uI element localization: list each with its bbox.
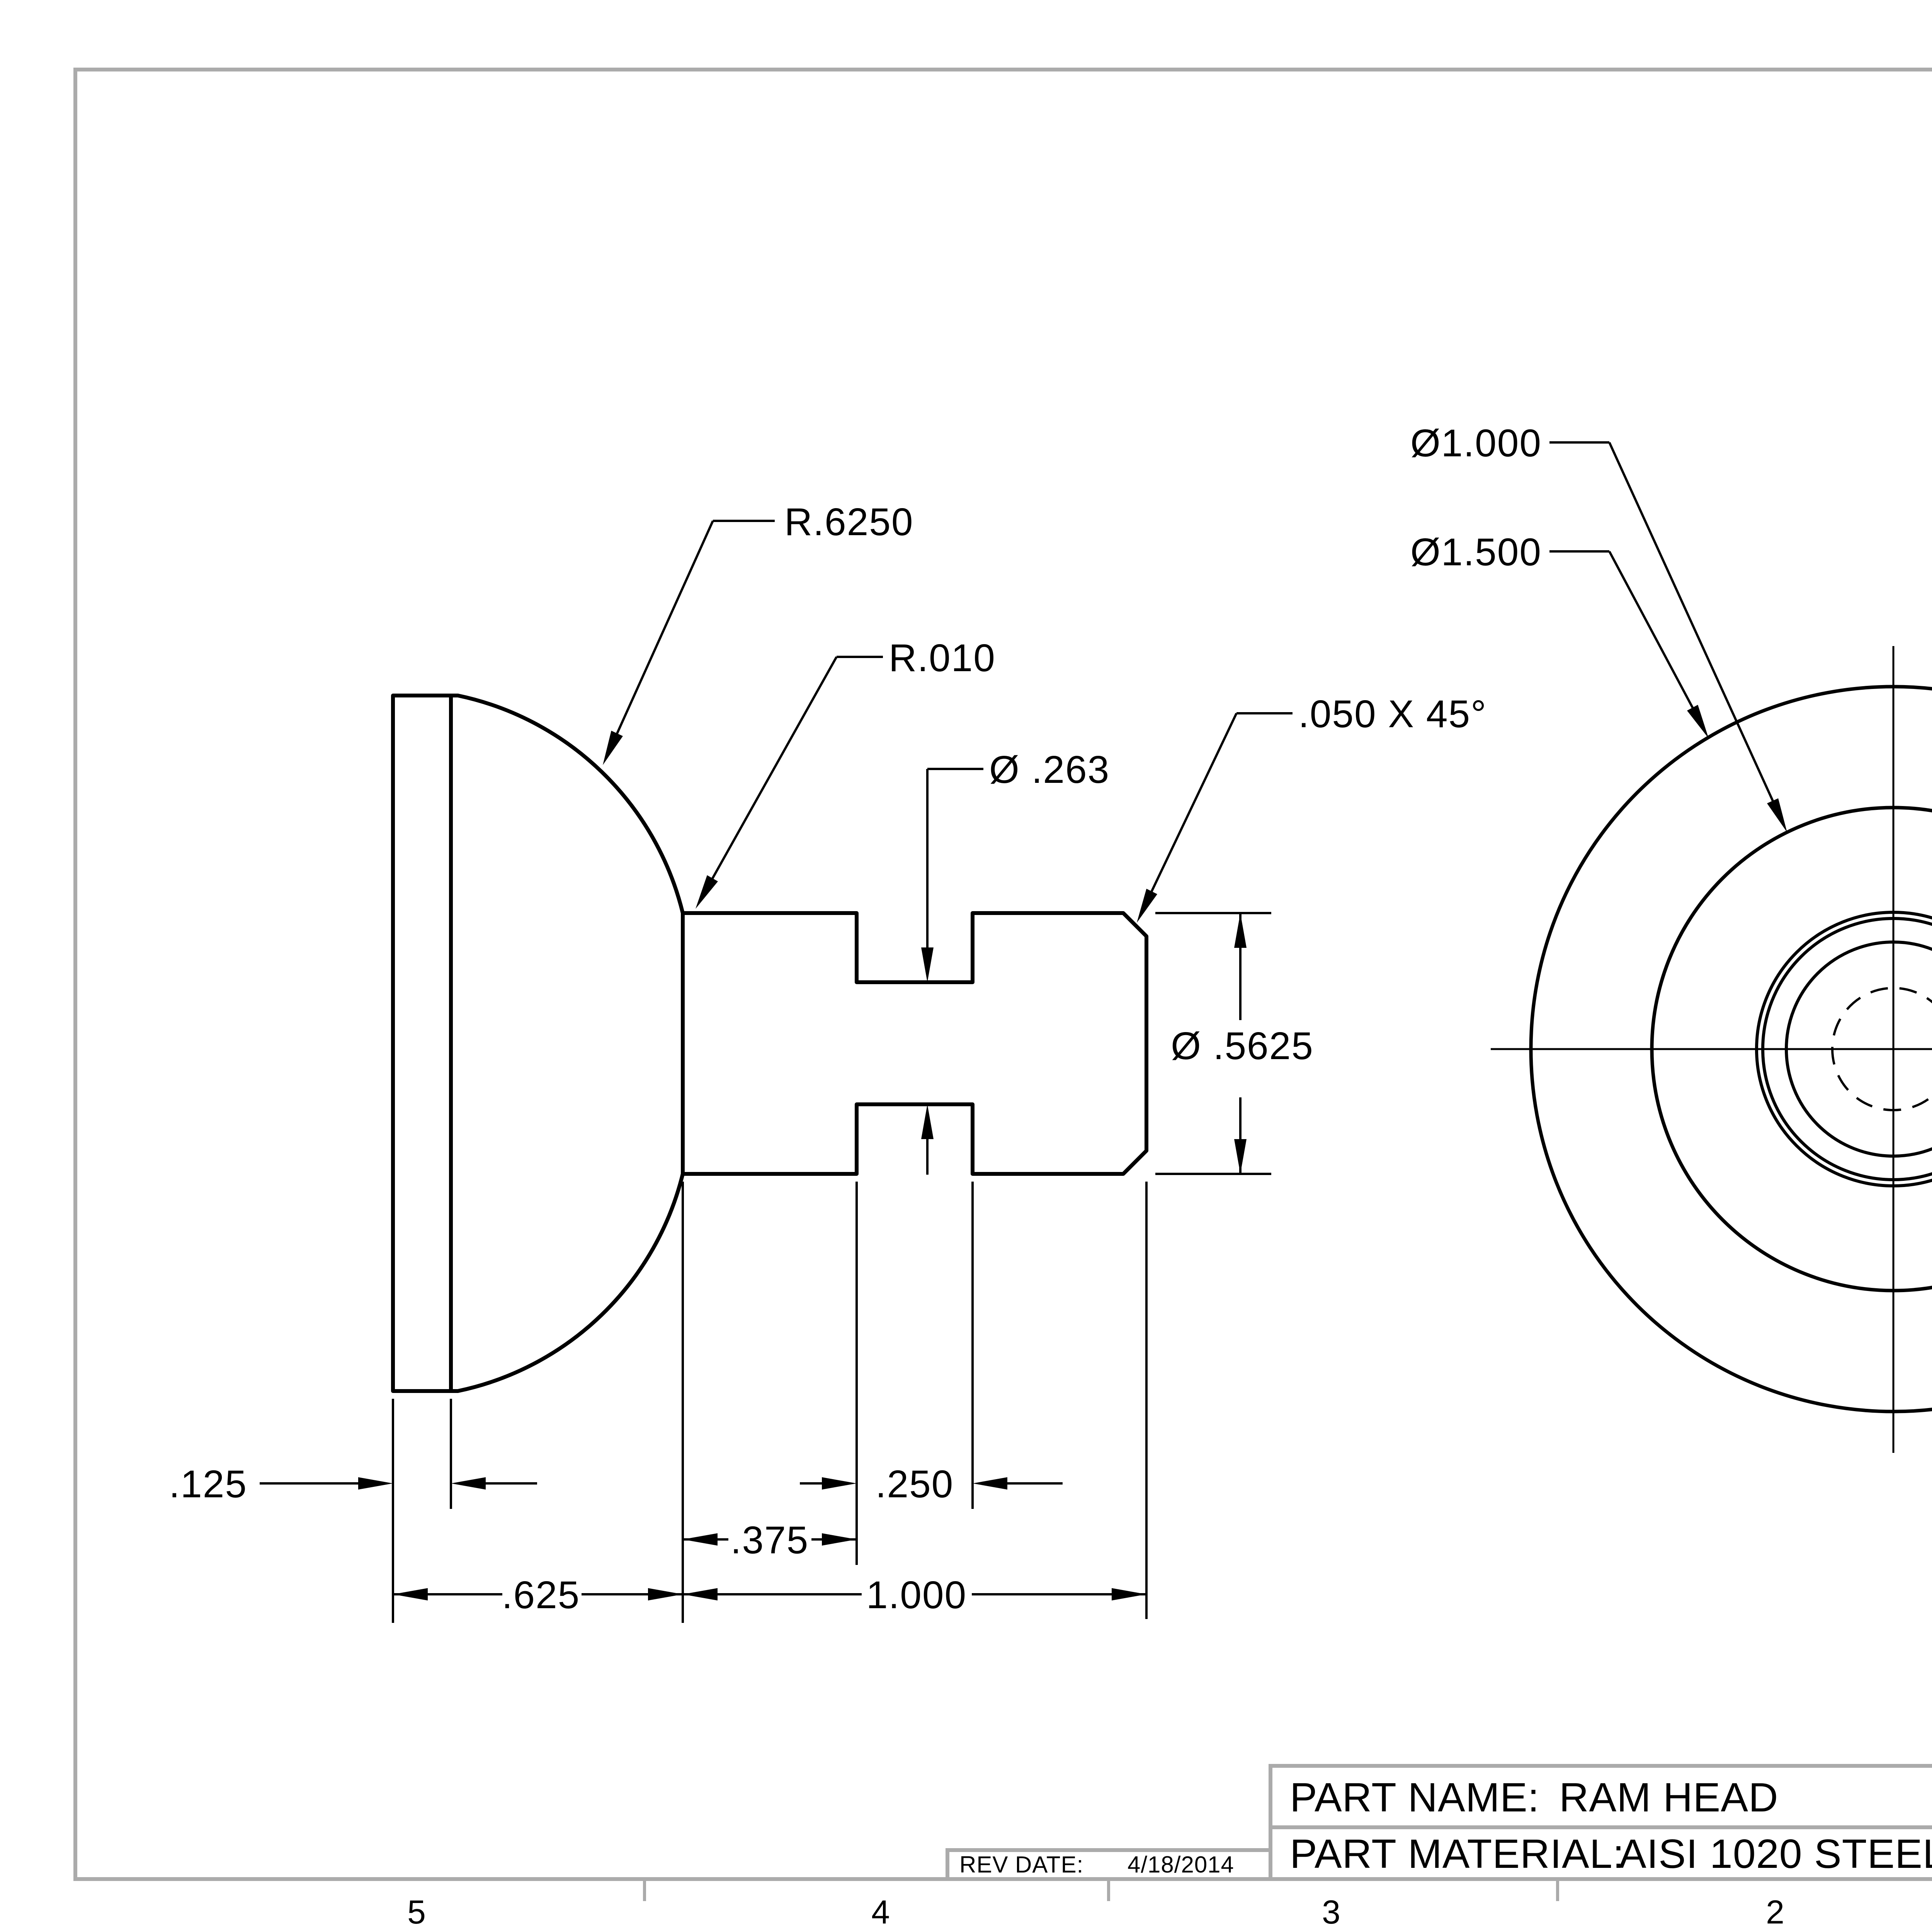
rev-date-label: REV DATE:	[959, 1852, 1083, 1878]
title-block-frame	[946, 1764, 1932, 1881]
leader-disc-diameter: Ø1.500	[1410, 531, 1709, 738]
part-name-label: PART NAME:	[1290, 1775, 1539, 1820]
leader-dome-radius: R.6250	[603, 500, 913, 765]
circle-chamfer	[1785, 940, 1932, 1158]
dim-groove-length-text: .250	[876, 1463, 954, 1506]
part-material-label: PART MATERIAL:	[1290, 1831, 1624, 1877]
front-view-circles	[1529, 685, 1932, 1413]
dim-chamfer-text: .050 X 45°	[1298, 692, 1487, 736]
zone-label-5: 5	[407, 1894, 426, 1931]
side-view: .125 .250 .375 .625	[169, 500, 1487, 1623]
dim-fillet-radius-text: R.010	[889, 636, 996, 680]
dim-disc-thickness: .125	[169, 1463, 537, 1506]
dim-shaft-diameter-text: Ø .5625	[1171, 1024, 1314, 1068]
circle-dome-face	[1650, 806, 1932, 1293]
leader-chamfer: .050 X 45°	[1137, 692, 1487, 923]
side-view-outline	[391, 694, 1148, 1393]
leader-groove-diameter: Ø .263	[921, 748, 1110, 1175]
zone-numbers: 5 4 3 2	[407, 1894, 1784, 1931]
title-block: PART NAME: RAM HEAD PART MATERIAL: AISI …	[946, 1764, 1932, 1881]
part-material-value: AISI 1020 STEEL	[1619, 1831, 1932, 1877]
sheet-border	[73, 68, 1932, 1881]
dim-disc-diameter-text: Ø1.500	[1410, 531, 1542, 574]
extension-lines	[392, 912, 1271, 1623]
part-name-value: RAM HEAD	[1559, 1775, 1779, 1820]
front-view-centerlines	[1491, 646, 1932, 1453]
leader-fillet-radius: R.010	[696, 636, 996, 909]
dim-neck-length-text: .375	[731, 1519, 809, 1562]
dim-dome-radius-text: R.6250	[784, 500, 913, 544]
dim-dome-length-text: .625	[502, 1573, 580, 1617]
circle-shaft	[1761, 917, 1932, 1181]
dim-disc-thickness-text: .125	[169, 1463, 247, 1506]
circle-groove-hidden	[1831, 987, 1932, 1111]
dim-face-diameter-text: Ø1.000	[1410, 422, 1542, 465]
front-view: Ø1.000 Ø1.500	[1410, 422, 1932, 1453]
dim-shaft-length: 1.000	[683, 1573, 1146, 1617]
dim-dome-length: .625	[393, 1573, 683, 1617]
rev-date-value: 4/18/2014	[1128, 1852, 1234, 1878]
dim-groove-diameter-text: Ø .263	[989, 748, 1110, 791]
dim-shaft-diameter: Ø .5625	[1171, 913, 1314, 1174]
zone-label-2: 2	[1766, 1894, 1784, 1931]
zone-label-4: 4	[871, 1894, 890, 1931]
dim-neck-length: .375	[683, 1519, 857, 1562]
leader-face-diameter: Ø1.000	[1410, 422, 1787, 832]
zone-label-3: 3	[1322, 1894, 1340, 1931]
zone-ticks	[643, 1879, 1559, 1901]
dim-shaft-length-text: 1.000	[866, 1573, 967, 1617]
circle-disc	[1529, 685, 1932, 1413]
dim-groove-length: .250	[800, 1463, 1063, 1506]
circle-fillet	[1755, 911, 1932, 1187]
